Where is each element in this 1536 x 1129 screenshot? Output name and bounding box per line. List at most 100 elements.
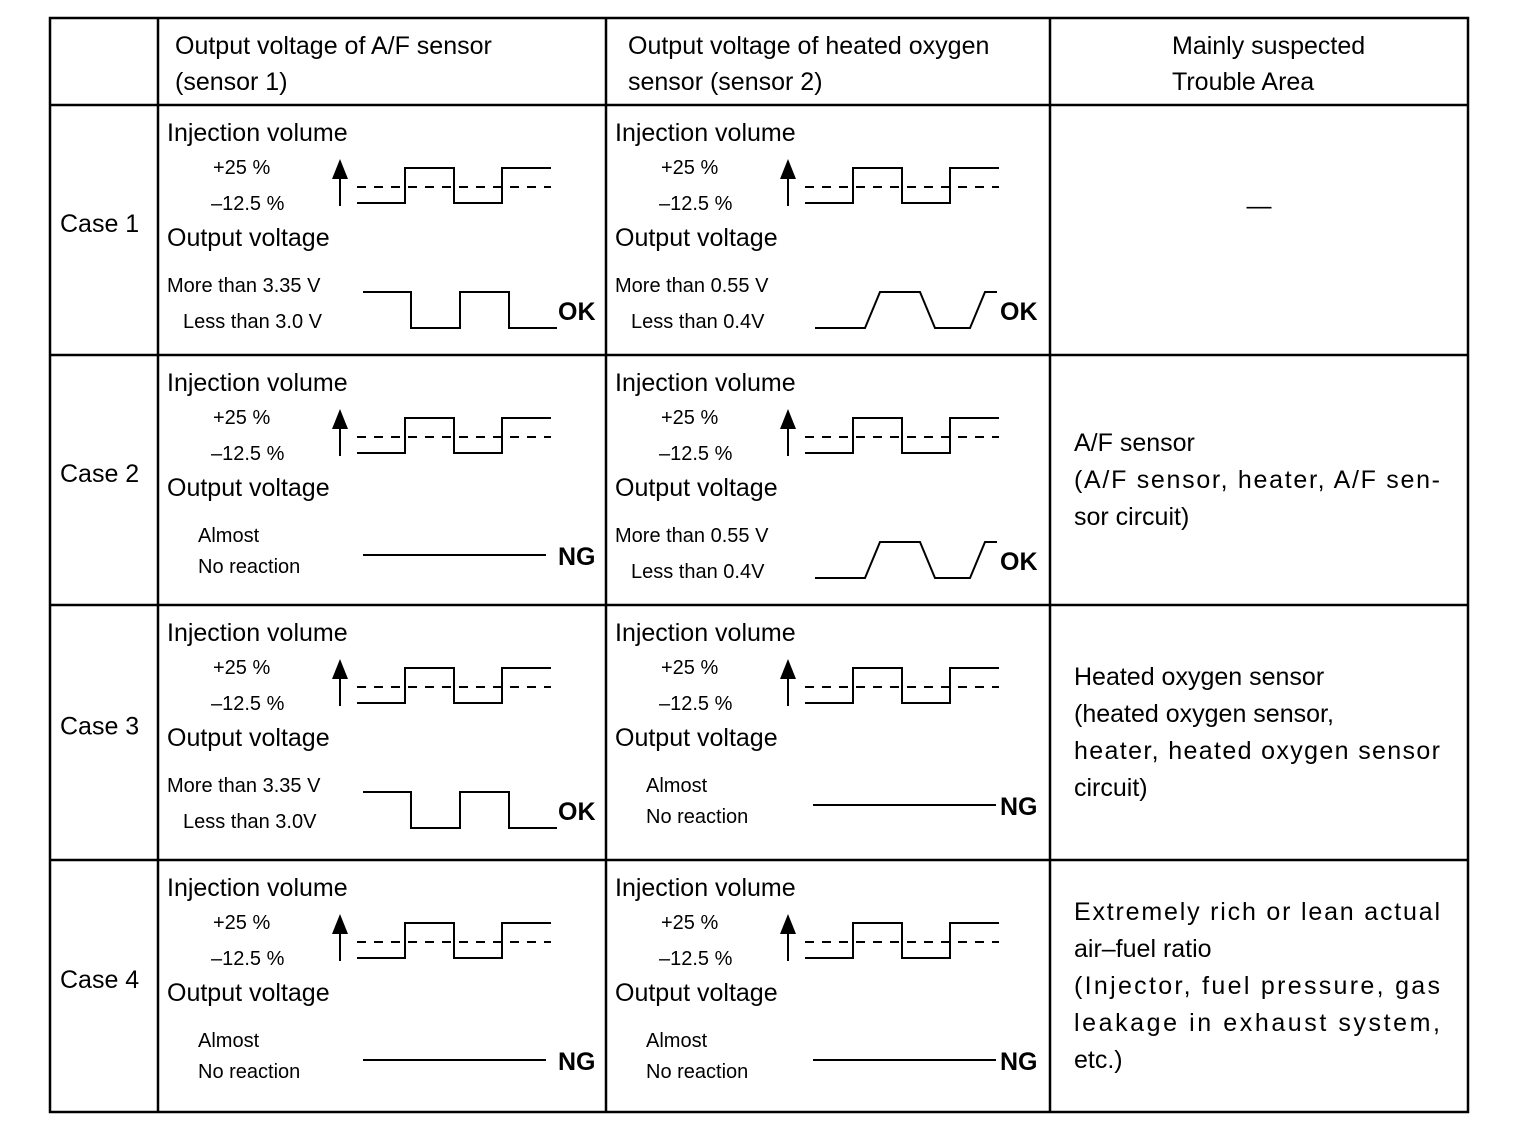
output-voltage-title: Output voltage: [167, 979, 330, 1007]
result-label: NG: [1000, 1048, 1038, 1076]
result-label: OK: [1000, 548, 1038, 576]
result-label: OK: [1000, 298, 1038, 326]
arrow-head-icon: [332, 659, 348, 679]
af-sensor-cell: [332, 159, 557, 329]
output-wave: [815, 541, 997, 579]
output-label-1: More than 3.35 V: [167, 275, 321, 297]
output-label-2: Less than 0.4V: [631, 561, 765, 583]
injection-low-label: –12.5 %: [659, 443, 733, 465]
table-border: [48, 16, 1470, 1114]
injection-high-label: +25 %: [213, 407, 270, 429]
case-label: Case 3: [60, 713, 139, 741]
output-voltage-title: Output voltage: [167, 474, 330, 502]
injection-volume-title: Injection volume: [167, 119, 348, 147]
output-wave: [363, 291, 557, 329]
injection-high-label: +25 %: [661, 912, 718, 934]
trouble-area-text: A/F sensor: [1074, 429, 1195, 457]
result-label: NG: [1000, 793, 1038, 821]
injection-low-label: –12.5 %: [659, 693, 733, 715]
result-label: OK: [558, 298, 596, 326]
trouble-area-text: Heated oxygen sensor: [1074, 663, 1324, 691]
output-voltage-title: Output voltage: [615, 474, 778, 502]
case-label: Case 2: [60, 460, 139, 488]
header-cell-text: Output voltage of A/F sensor: [175, 32, 492, 60]
injection-volume-title: Injection volume: [615, 369, 796, 397]
output-label-1: Almost: [198, 525, 260, 547]
af-sensor-cell: [332, 914, 551, 1061]
injection-wave: [805, 667, 999, 704]
injection-high-label: +25 %: [661, 157, 718, 179]
injection-wave: [357, 667, 551, 704]
injection-volume-title: Injection volume: [167, 619, 348, 647]
arrow-head-icon: [780, 914, 796, 934]
injection-low-label: –12.5 %: [659, 193, 733, 215]
trouble-area-text: circuit): [1074, 774, 1148, 802]
case-label: Case 1: [60, 210, 139, 238]
trouble-area-text: (A/F sensor, heater, A/F sen-: [1074, 466, 1440, 494]
output-label-2: No reaction: [646, 806, 748, 828]
output-label-1: More than 0.55 V: [615, 275, 769, 297]
injection-high-label: +25 %: [213, 912, 270, 934]
trouble-area-text: heater, heated oxygen sensor: [1074, 737, 1440, 765]
output-label-1: Almost: [198, 1030, 260, 1052]
injection-low-label: –12.5 %: [211, 693, 285, 715]
trouble-area-text: sor circuit): [1074, 503, 1189, 531]
injection-volume-title: Injection volume: [615, 874, 796, 902]
arrow-head-icon: [780, 159, 796, 179]
trouble-area-text: etc.): [1074, 1046, 1123, 1074]
injection-low-label: –12.5 %: [211, 443, 285, 465]
injection-wave: [805, 922, 999, 959]
output-label-1: Almost: [646, 1030, 708, 1052]
injection-high-label: +25 %: [661, 407, 718, 429]
injection-wave: [357, 922, 551, 959]
trouble-area-text: leakage in exhaust system,: [1074, 1009, 1440, 1037]
injection-wave: [805, 417, 999, 454]
result-label: OK: [558, 798, 596, 826]
ho2-sensor-cell: [780, 159, 999, 329]
injection-wave: [357, 417, 551, 454]
output-label-2: Less than 3.0 V: [183, 311, 323, 333]
output-label-2: No reaction: [198, 1061, 300, 1083]
header-cell-text: (sensor 1): [175, 68, 288, 96]
injection-wave: [805, 167, 999, 204]
output-label-1: More than 0.55 V: [615, 525, 769, 547]
output-wave: [363, 791, 557, 829]
ho2-sensor-cell: [780, 409, 999, 579]
output-label-1: More than 3.35 V: [167, 775, 321, 797]
output-voltage-title: Output voltage: [615, 724, 778, 752]
output-label-2: No reaction: [198, 556, 300, 578]
header-cell-text: Trouble Area: [1172, 68, 1314, 96]
case-label: Case 4: [60, 966, 139, 994]
af-sensor-cell: [332, 659, 557, 829]
injection-volume-title: Injection volume: [615, 119, 796, 147]
trouble-area-text: (heated oxygen sensor,: [1074, 700, 1334, 728]
injection-low-label: –12.5 %: [211, 193, 285, 215]
trouble-area-text: Extremely rich or lean actual: [1074, 898, 1440, 926]
arrow-head-icon: [780, 659, 796, 679]
injection-wave: [357, 167, 551, 204]
output-voltage-title: Output voltage: [615, 224, 778, 252]
output-voltage-title: Output voltage: [167, 224, 330, 252]
result-label: NG: [558, 543, 596, 571]
header-cell-text: Output voltage of heated oxygen: [628, 32, 989, 60]
output-voltage-title: Output voltage: [167, 724, 330, 752]
injection-volume-title: Injection volume: [615, 619, 796, 647]
injection-volume-title: Injection volume: [167, 874, 348, 902]
ho2-sensor-cell: [780, 659, 999, 806]
output-label-2: Less than 3.0V: [183, 811, 317, 833]
header-cell-text: Mainly suspected: [1172, 32, 1365, 60]
ho2-sensor-cell: [780, 914, 999, 1061]
af-sensor-cell: [332, 409, 551, 556]
output-label-1: Almost: [646, 775, 708, 797]
injection-high-label: +25 %: [213, 657, 270, 679]
output-label-2: Less than 0.4V: [631, 311, 765, 333]
trouble-area-text: (Injector, fuel pressure, gas: [1074, 972, 1440, 1000]
trouble-area-text: —: [1247, 192, 1272, 220]
result-label: NG: [558, 1048, 596, 1076]
table-grid: [48, 16, 1470, 1114]
injection-volume-title: Injection volume: [167, 369, 348, 397]
trouble-area-text: air–fuel ratio: [1074, 935, 1212, 963]
output-label-2: No reaction: [646, 1061, 748, 1083]
